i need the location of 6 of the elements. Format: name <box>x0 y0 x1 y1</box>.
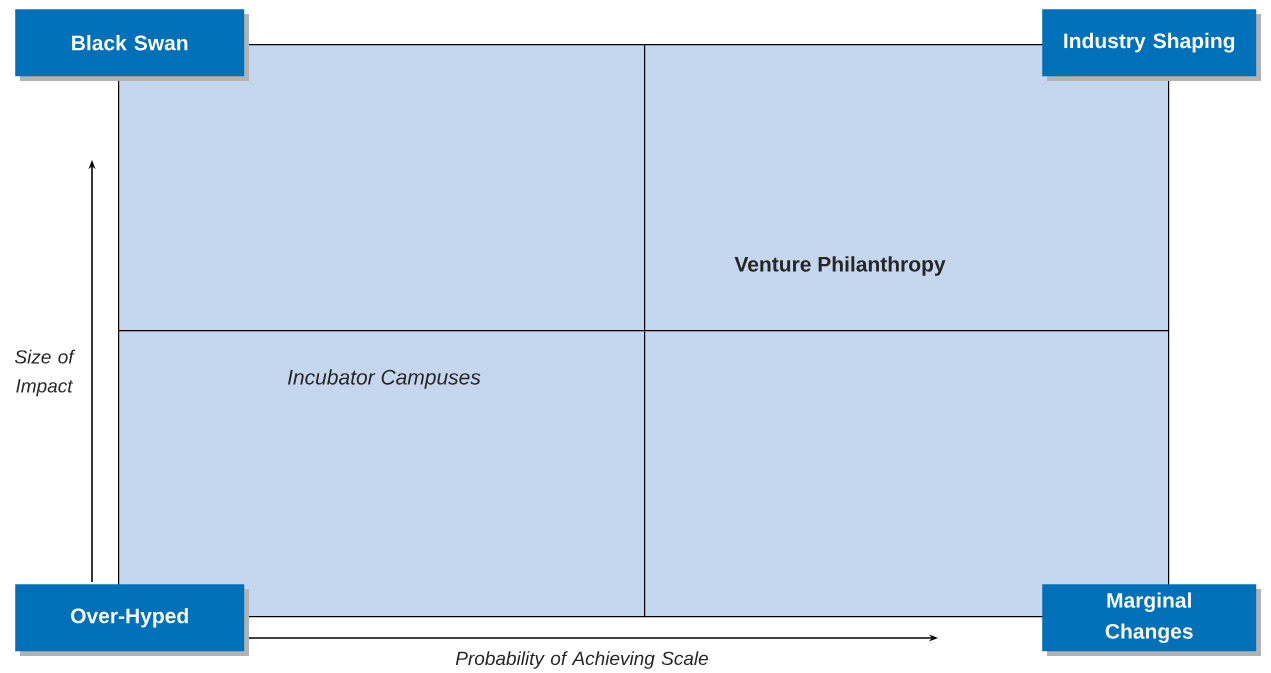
quadrant-label-box: Industry Shaping <box>1042 9 1261 81</box>
quadrant-label-box: Over-Hyped <box>15 584 249 656</box>
quadrant-label-box: Black Swan <box>15 9 249 81</box>
quadrant-label-box: Marginal Changes <box>1042 584 1261 656</box>
axis-label: Size of Impact <box>14 349 76 397</box>
axis-label: Probability of Achieving Scale <box>455 651 708 669</box>
